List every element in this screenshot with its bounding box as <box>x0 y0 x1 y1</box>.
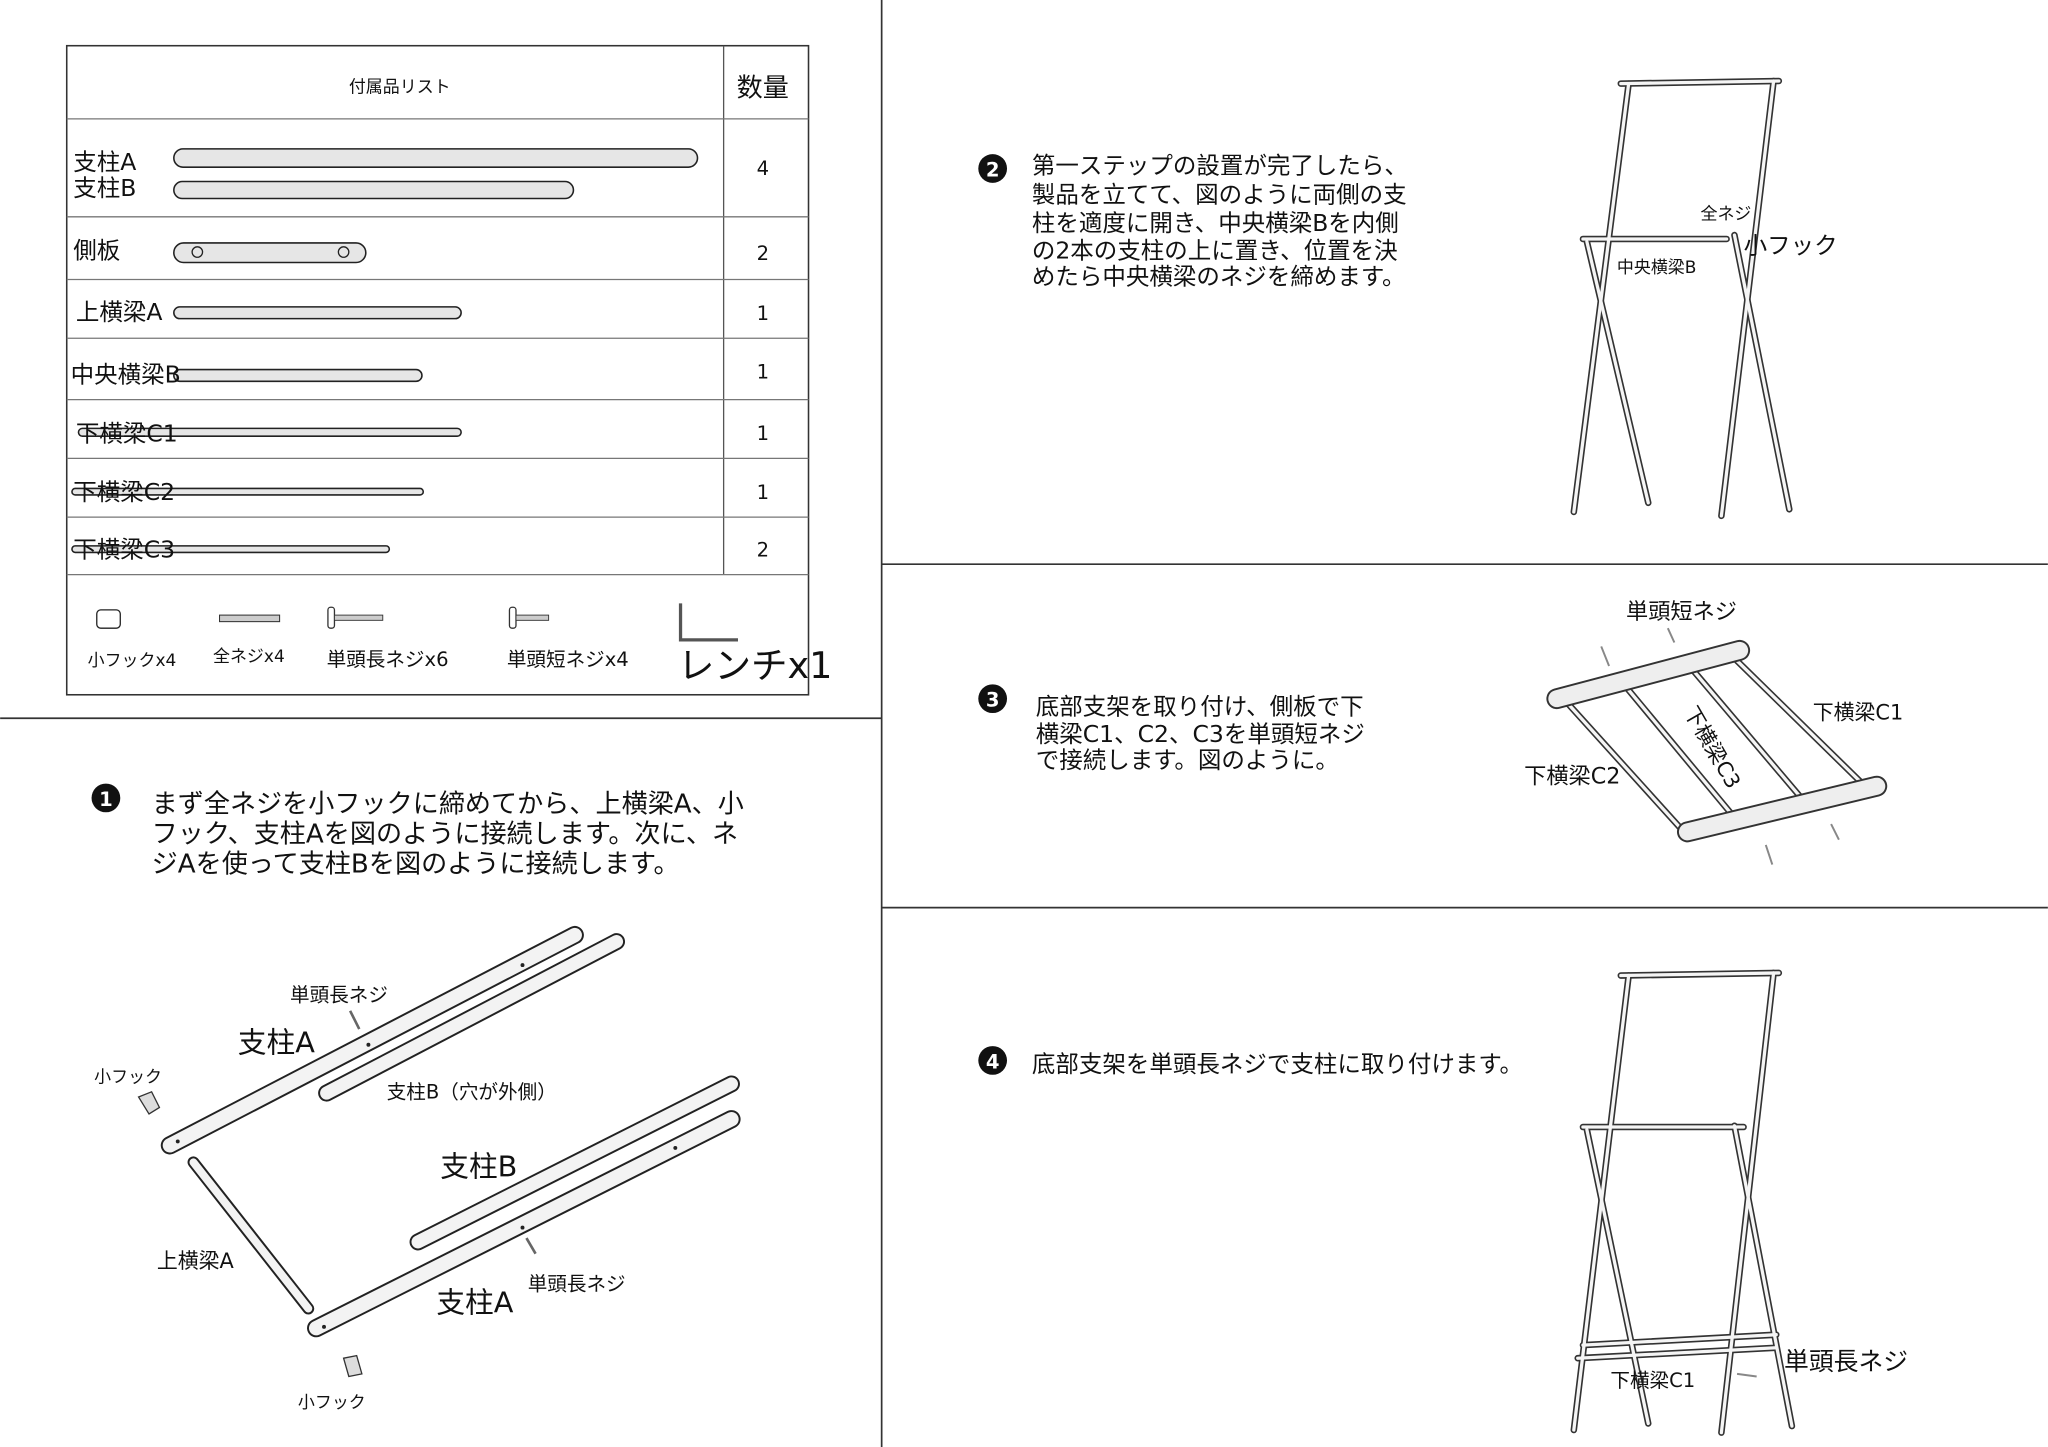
callout-label: 下横梁C1 <box>1610 1369 1695 1392</box>
callout-label: 下横梁C1 <box>1813 701 1903 725</box>
instruction-line: で接続します。図のように。 <box>1036 746 1339 774</box>
qty: 1 <box>757 361 769 384</box>
qty: 1 <box>757 302 769 325</box>
callout-label: 支柱A <box>238 1026 315 1060</box>
callout-label: 下横梁C2 <box>1524 764 1620 790</box>
callout-label: 単頭長ネジ <box>1784 1347 1908 1376</box>
instruction-line: まず全ネジを小フックに締めてから、上横梁A、小 <box>152 789 744 819</box>
part-label-beam-a: 上横梁A <box>76 298 163 326</box>
callout-label: 単頭短ネジ <box>1626 599 1737 625</box>
instruction-line: の2本の支柱の上に置き、位置を決 <box>1032 237 1398 265</box>
step-3: 3 底部支架を取り付け、側板で下 横梁C1、C2、C3を単頭短ネジ で接続します… <box>978 599 1903 865</box>
part-label-post-a: 支柱A <box>73 148 136 176</box>
post-b-part <box>173 180 575 200</box>
long-screw-icon <box>525 1237 537 1255</box>
post-a-part <box>173 148 699 168</box>
callout-label: 全ネジ <box>1700 204 1751 224</box>
part-label-beam-c2: 下横梁C2 <box>73 478 175 506</box>
long-screw-icon <box>327 606 384 629</box>
step-number: 4 <box>986 1050 1000 1073</box>
qty: 2 <box>757 242 769 265</box>
callout-label: 単頭長ネジ <box>290 984 388 1007</box>
instruction-line: めたら中央横梁のネジを締めます。 <box>1032 263 1406 291</box>
step2-rack-illustration <box>1570 77 1793 520</box>
beam-c1-part <box>77 427 462 437</box>
callout-label: 小フック <box>94 1068 162 1088</box>
hardware-label: 全ネジx4 <box>213 647 285 667</box>
table-title: 付属品リスト <box>349 78 451 98</box>
instruction-line: ジAを使って支柱Bを図のように接続します。 <box>152 849 680 879</box>
instruction-line: 底部支架を単頭長ネジで支柱に取り付けます。 <box>1032 1050 1523 1078</box>
full-screw-icon <box>219 614 281 623</box>
step-number-badge <box>978 684 1008 714</box>
step-number-badge <box>978 154 1008 183</box>
instruction-line: 底部支架を取り付け、側板で下 <box>1036 692 1364 720</box>
side-plate-part <box>173 242 367 264</box>
beam-c2-part <box>71 487 425 496</box>
callout-label: 支柱B <box>440 1150 517 1184</box>
part-label-beam-c1: 下横梁C1 <box>76 419 178 447</box>
step-number-badge <box>978 1046 1008 1075</box>
part-label-side-plate: 側板 <box>73 237 120 265</box>
short-screw-icon <box>508 606 550 629</box>
qty: 1 <box>757 481 769 504</box>
beam-b-part <box>173 368 423 383</box>
callout-label: 小フック <box>1744 231 1838 259</box>
callout-label: 単頭長ネジ <box>528 1272 626 1295</box>
instruction-line: フック、支柱Aを図のように接続します。次に、ネ <box>152 819 739 849</box>
beam-a-part <box>173 306 462 320</box>
part-label-post-b: 支柱B <box>73 174 136 202</box>
wrench-icon <box>678 603 738 642</box>
step-number: 3 <box>986 689 1000 712</box>
parts-table: 付属品リスト 数量 支柱A 支柱B 4 側板 2 上横梁A 1 中央横梁B 1 … <box>65 44 833 696</box>
qty-header: 数量 <box>737 74 789 104</box>
part-label-beam-c3: 下横梁C3 <box>73 536 175 564</box>
callout-label: 支柱A <box>436 1285 513 1319</box>
callout-label: 上横梁A <box>157 1249 235 1273</box>
instruction-line: 柱を適度に開き、中央横梁Bを内側 <box>1032 209 1399 237</box>
hardware-label: レンチx1 <box>678 644 833 687</box>
qty: 1 <box>757 422 769 445</box>
step-number: 2 <box>986 158 1000 181</box>
small-hook-icon <box>342 1354 363 1378</box>
long-screw-icon <box>348 1010 361 1030</box>
step-number: 1 <box>99 788 113 811</box>
step-2: 2 第一ステップの設置が完了したら、 製品を立てて、図のように両側の支 柱を適度… <box>978 77 1838 520</box>
small-hook-icon <box>96 609 121 629</box>
qty: 4 <box>757 157 769 180</box>
step3-base-illustration <box>1546 627 1888 865</box>
part-label-beam-b: 中央横梁B <box>71 361 181 389</box>
qty: 2 <box>757 538 769 561</box>
callout-label: 中央横梁B <box>1617 258 1697 278</box>
callout-label: 小フック <box>298 1393 366 1413</box>
small-hook-icon <box>137 1090 161 1115</box>
hardware-label: 小フックx4 <box>88 651 177 671</box>
hardware-label: 単頭長ネジx6 <box>327 648 449 671</box>
instruction-line: 製品を立てて、図のように両側の支 <box>1032 180 1407 208</box>
instruction-line: 第一ステップの設置が完了したら、 <box>1032 152 1408 180</box>
hardware-label: 単頭短ネジx4 <box>507 648 629 671</box>
step-1: 1 まず全ネジを小フックに締めてから、上横梁A、小 フック、支柱Aを図のように接… <box>91 783 744 1413</box>
beam-c3-part <box>71 545 391 554</box>
step4-rack-illustration <box>1570 969 1796 1436</box>
step-4: 4 底部支架を単頭長ネジで支柱に取り付けます。 単頭長ネジ 下横梁C1 <box>978 969 1908 1436</box>
step-number-badge <box>91 783 121 813</box>
instruction-line: 横梁C1、C2、C3を単頭短ネジ <box>1036 720 1365 748</box>
callout-label: 支柱B（穴が外側） <box>387 1080 557 1103</box>
step1-illustration <box>137 925 741 1378</box>
